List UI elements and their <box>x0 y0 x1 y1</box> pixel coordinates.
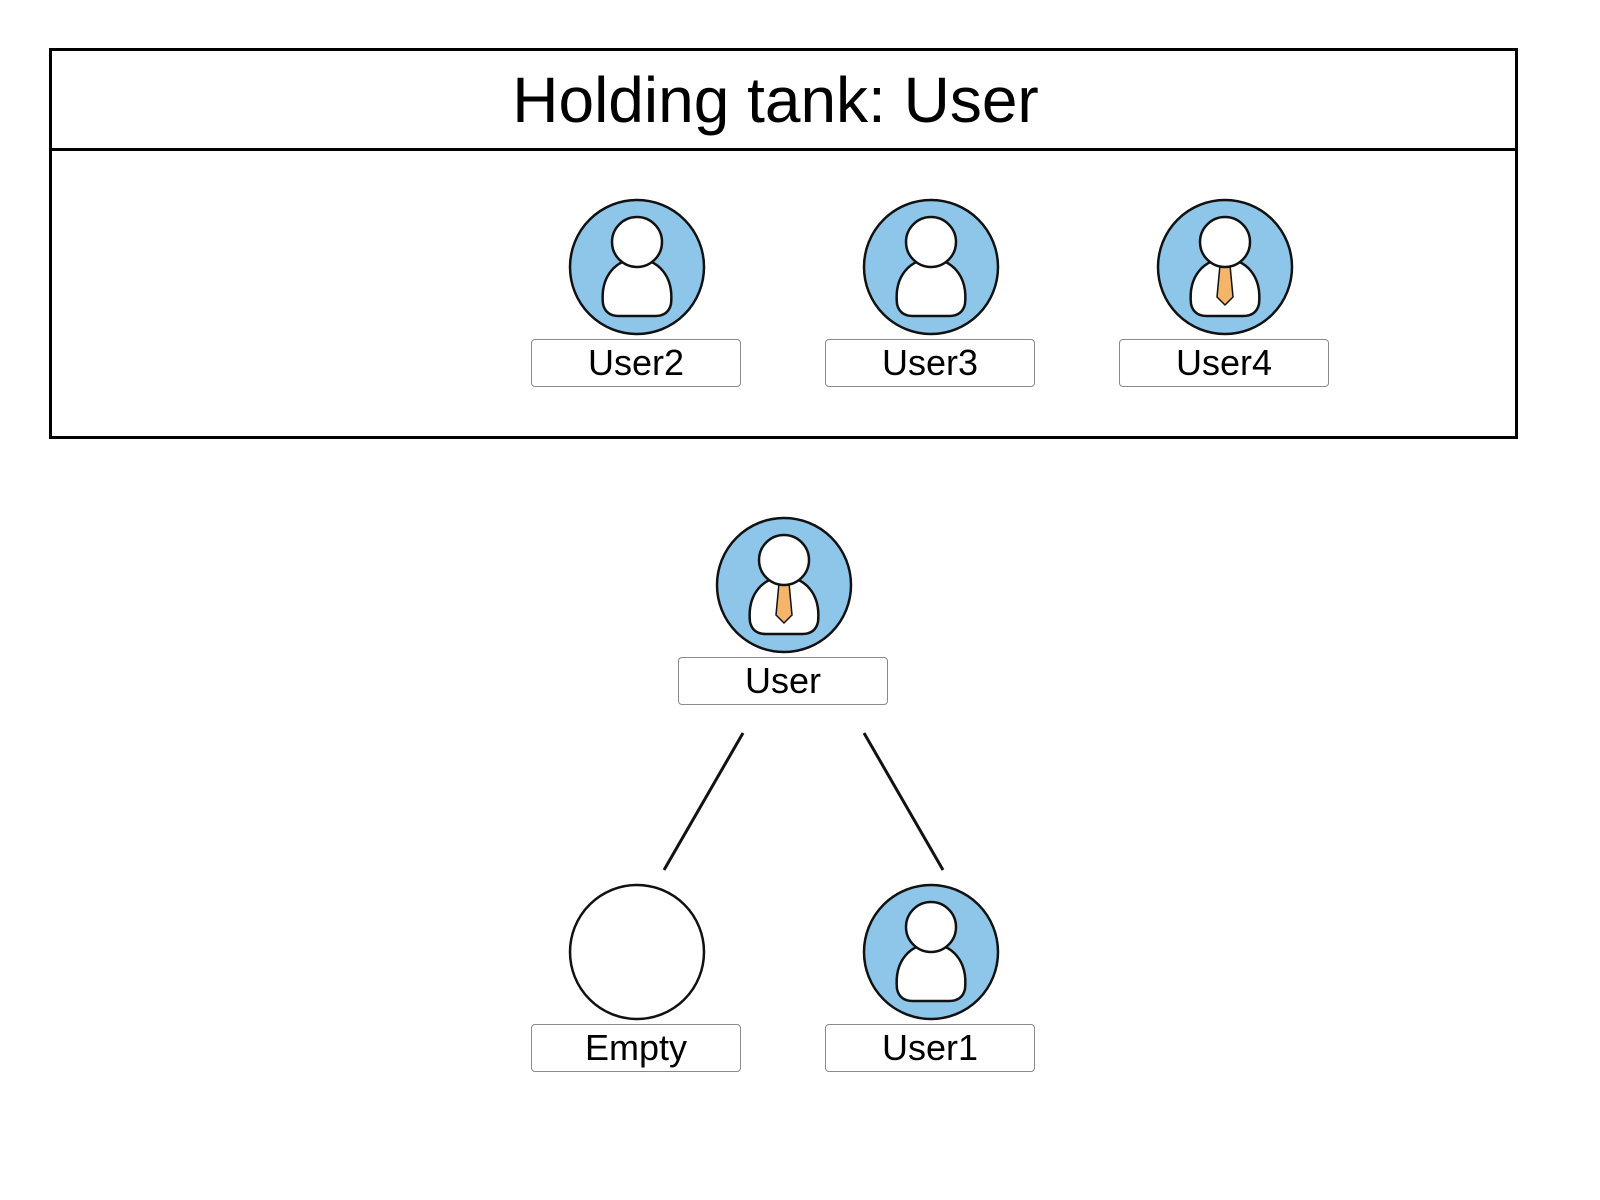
tree-right-node[interactable]: User1 <box>825 882 1037 1078</box>
tree-left-node[interactable]: Empty <box>531 882 743 1078</box>
holding-tank-title: Holding tank: User <box>512 63 1039 136</box>
queue-user-label: User2 <box>531 339 741 387</box>
tree-root-label: User <box>678 657 888 705</box>
tree-root-node[interactable]: User <box>678 515 890 711</box>
edge-root-right <box>862 732 945 871</box>
user-avatar-icon <box>861 197 1001 337</box>
manager-avatar-icon <box>1155 197 1295 337</box>
user-avatar-icon <box>861 882 1001 1022</box>
manager-avatar-icon <box>714 515 854 655</box>
holding-tank: Holding tank: User <box>49 48 1518 439</box>
tie-icon <box>1216 264 1234 307</box>
queue-user-label: User4 <box>1119 339 1329 387</box>
empty-circle-icon <box>567 882 707 1022</box>
queue-user-node[interactable]: User4 <box>1119 197 1331 393</box>
queue-user-node[interactable]: User3 <box>825 197 1037 393</box>
user-avatar-icon <box>567 197 707 337</box>
tree-left-label: Empty <box>531 1024 741 1072</box>
holding-tank-header: Holding tank: User <box>52 51 1515 151</box>
edge-root-left <box>662 732 745 871</box>
tie-icon <box>775 582 793 625</box>
queue-user-node[interactable]: User2 <box>531 197 743 393</box>
queue-user-label: User3 <box>825 339 1035 387</box>
tree-right-label: User1 <box>825 1024 1035 1072</box>
